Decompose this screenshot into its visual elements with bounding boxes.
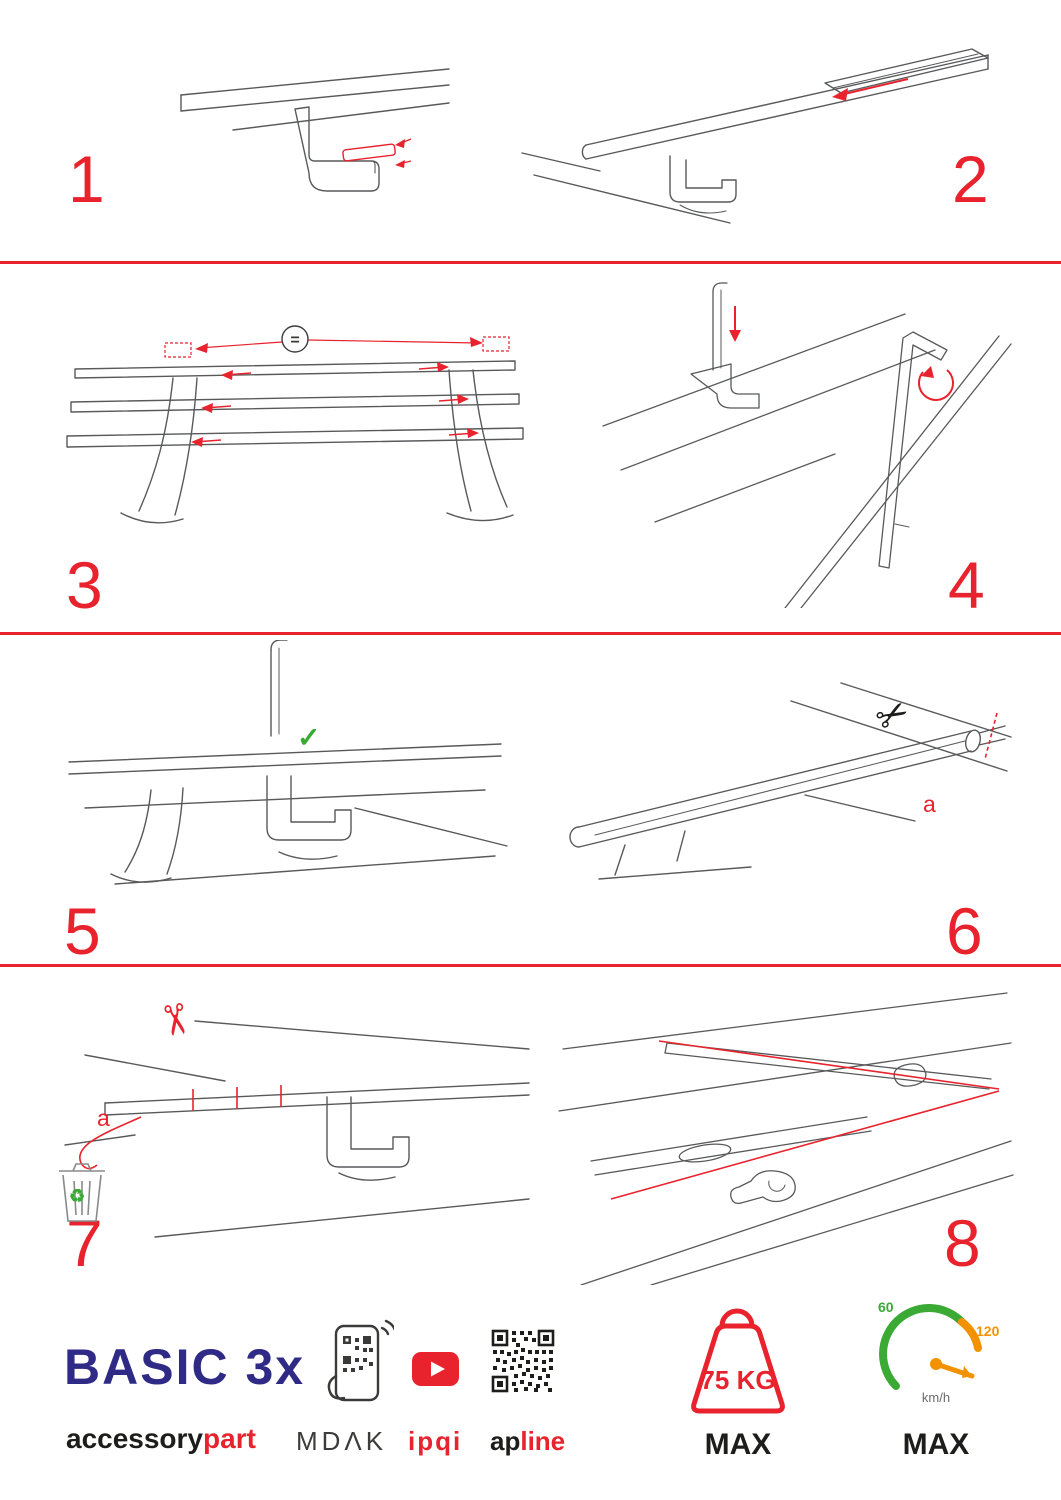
clamp-under-rail-drawing	[180, 68, 450, 192]
cut-line	[984, 712, 998, 760]
row-divider-2	[0, 632, 1061, 635]
step-1-illustration	[175, 55, 455, 240]
step-3-illustration: =	[55, 285, 535, 550]
cut-label-a: a	[97, 1105, 110, 1131]
phone-qr-icon	[327, 1319, 394, 1402]
bar-slide-drawing	[521, 48, 989, 224]
step-8-number: 8	[944, 1206, 981, 1280]
step-7-illustration: ✂ a ♻	[45, 985, 545, 1245]
max-weight-value: 75 KG	[700, 1365, 775, 1395]
brand-wordmark: accessorypart	[66, 1423, 256, 1455]
qr-code-icon	[491, 1329, 555, 1393]
speedometer-icon: 60 120 km/h	[878, 1299, 1000, 1405]
speed-max-tick-label: 120	[976, 1323, 1000, 1339]
hook-and-allen-key-drawing	[602, 282, 1012, 608]
cut-rubber-strip-drawing	[569, 682, 1012, 880]
max-speed-label: MAX	[902, 1428, 970, 1461]
allen-key-icon	[878, 331, 948, 569]
brand-accessory: accessory	[66, 1423, 204, 1454]
row-divider-1	[0, 261, 1061, 264]
max-weight-icon: 75 KG	[672, 1294, 804, 1416]
partner-ipqi: ipqi	[408, 1426, 463, 1456]
alignment-check-drawing	[558, 992, 1014, 1285]
offcut-annotation	[78, 1085, 282, 1170]
rack-centering-drawing: =	[66, 325, 524, 524]
qr-code	[490, 1328, 556, 1394]
speed-min-label: 60	[878, 1299, 894, 1315]
hook-installed-drawing	[68, 640, 508, 885]
weight-icon: 75 KG	[691, 1308, 785, 1414]
step-5-illustration: ✓	[55, 640, 515, 915]
recycle-icon: ♻	[69, 1186, 86, 1206]
step-1-number: 1	[68, 142, 105, 216]
slide-arrow	[835, 78, 909, 97]
step-5-number: 5	[64, 894, 101, 968]
max-speed-icon: 60 120 km/h	[872, 1294, 1000, 1414]
scan-phone-icon	[318, 1318, 394, 1410]
scissors-icon: ✂	[148, 998, 202, 1042]
discard-offcut-drawing	[59, 1020, 530, 1238]
step-2-number: 2	[952, 142, 989, 216]
product-name: BASIC 3x	[64, 1339, 306, 1395]
step-8-illustration	[555, 985, 1015, 1285]
cut-label-a: a	[923, 791, 936, 817]
apline-line: line	[520, 1426, 566, 1456]
step-4-illustration	[595, 278, 1015, 608]
partner-mdak: MDΛK	[296, 1426, 388, 1456]
max-weight-label: MAX	[704, 1428, 772, 1461]
step-3-number: 3	[66, 548, 103, 622]
row-divider-3	[0, 964, 1061, 967]
step-2-illustration	[520, 25, 1000, 225]
step-4-number: 4	[948, 548, 985, 622]
alignment-lines	[610, 1040, 1000, 1200]
step-6-illustration: ✂ a	[555, 675, 1015, 920]
insert-and-turn-arrows	[734, 306, 954, 401]
speed-unit-label: km/h	[922, 1390, 950, 1405]
youtube-icon	[412, 1352, 459, 1386]
equal-spacing-annotation	[164, 336, 510, 358]
apline-ap: ap	[490, 1426, 521, 1456]
trash-icon	[59, 1163, 105, 1222]
equals-badge: =	[290, 332, 299, 349]
partner-apline: apline	[490, 1426, 565, 1457]
step-6-number: 6	[946, 894, 983, 968]
brand-part: part	[203, 1423, 256, 1454]
check-icon: ✓	[297, 722, 321, 753]
